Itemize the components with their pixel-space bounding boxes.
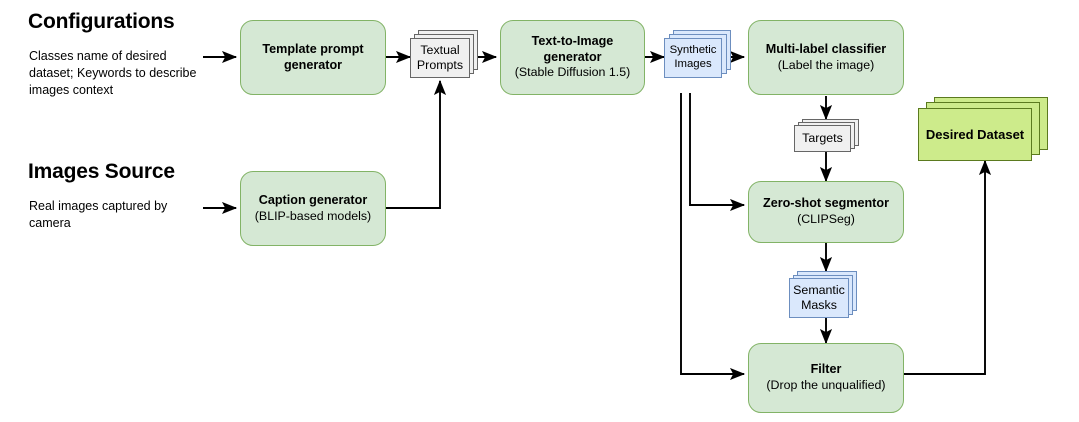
node-label-line2: Masks [801,298,837,312]
edge-synthetic-to-filter [680,93,746,381]
node-label-line1: Filter [810,362,842,377]
node-desired-dataset[interactable]: Desired Dataset [918,97,1053,165]
node-text-to-image-generator[interactable]: Text-to-Image generator (Stable Diffusio… [500,20,645,95]
edge-filter-to-dataset [903,159,992,375]
node-label-sub: (Drop the unqualified) [766,378,886,393]
node-label-line2: Prompts [416,58,464,72]
node-label-line1: Targets [802,131,843,146]
node-targets[interactable]: Targets [794,119,866,161]
node-template-prompt-generator[interactable]: Template prompt generator [240,20,386,95]
node-label-sub: (Stable Diffusion 1.5) [514,65,631,80]
edge-caption-to-prompts [386,79,447,209]
stack-sheet-front: Synthetic Images [664,38,722,78]
edge-synthetic-to-segmentor [689,93,746,212]
stack-sheet-front: Targets [794,125,851,152]
node-label-line1: Multi-label classifier [765,41,887,56]
node-synthetic-images[interactable]: Synthetic Images [664,30,742,82]
node-label-line1: Desired Dataset [925,126,1025,142]
node-label-line2: Images [674,58,712,70]
node-label-line1: Zero-shot segmentor [763,196,889,211]
node-label-line1: Text-to-Image [531,34,614,49]
node-label-sub: (BLIP-based models) [254,208,372,223]
section-title-configurations: Configurations [28,10,175,33]
section-title-images-source: Images Source [28,160,175,183]
node-semantic-masks[interactable]: Semantic Masks [789,271,865,323]
node-multi-label-classifier[interactable]: Multi-label classifier (Label the image) [748,20,904,95]
node-filter[interactable]: Filter (Drop the unqualified) [748,343,904,413]
node-label-sub: (Label the image) [777,57,875,72]
node-label-line2: generator [283,57,343,72]
node-label-line1: Template prompt [262,41,364,56]
node-label-line2: generator [543,49,602,64]
node-label-line1: Synthetic [669,44,717,57]
node-textual-prompts[interactable]: Textual Prompts [410,30,486,82]
node-label-line1: Semantic [793,283,845,298]
node-label-line1: Caption generator [258,192,368,207]
node-caption-generator[interactable]: Caption generator (BLIP-based models) [240,171,386,246]
node-label-line1: Textual [420,43,460,58]
node-label-sub: (CLIPSeg) [797,212,855,227]
stack-sheet-front: Textual Prompts [410,38,470,78]
stack-sheet-front: Desired Dataset [918,108,1032,161]
section-description-configurations: Classes name of desired dataset; Keyword… [29,49,197,97]
node-zero-shot-segmentor[interactable]: Zero-shot segmentor (CLIPSeg) [748,181,904,243]
stack-sheet-front: Semantic Masks [789,278,849,318]
section-description-images-source: Real images captured by camera [29,199,168,230]
